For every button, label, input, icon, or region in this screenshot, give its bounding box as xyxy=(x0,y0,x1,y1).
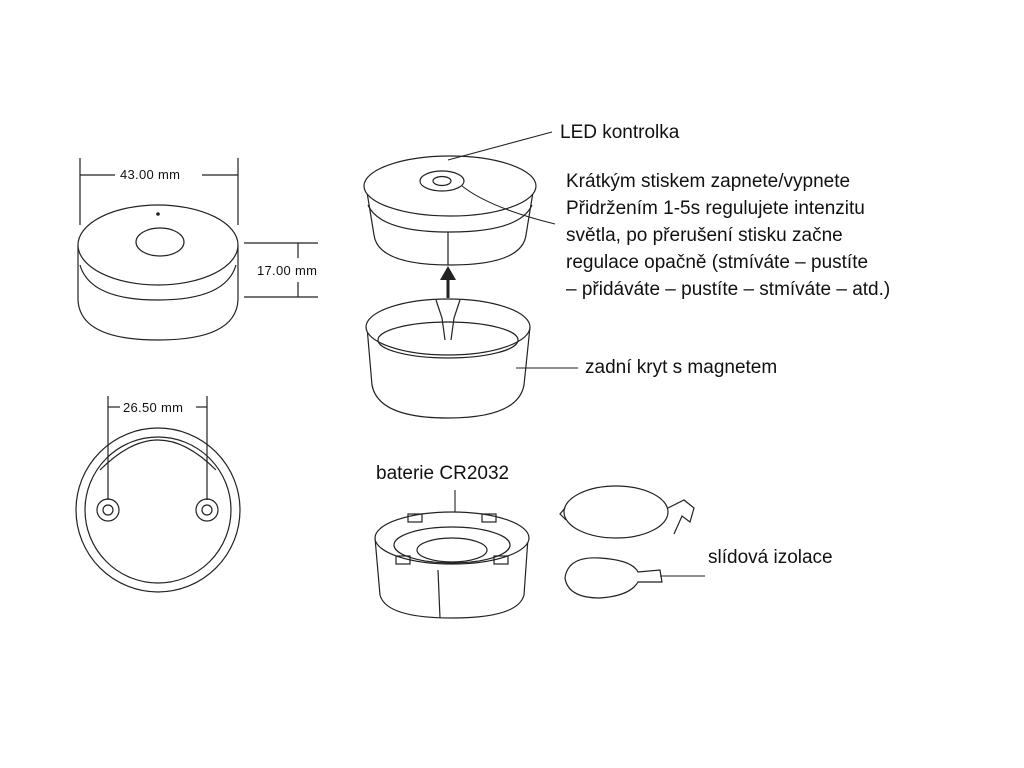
instruction-line-3: světla, po přerušení stisku začne xyxy=(566,225,843,246)
mica-insulation xyxy=(564,557,663,599)
insulation-label: slídová izolace xyxy=(708,547,833,568)
instruction-line-2: Přidržením 1-5s regulujete intenzitu xyxy=(566,198,865,219)
instruction-line-5: – přidáváte – pustíte – stmíváte – atd.) xyxy=(566,279,891,300)
back-cover-label: zadní kryt s magnetem xyxy=(585,357,778,378)
height-dimension-label: 17.00 mm xyxy=(257,263,318,278)
back-cover xyxy=(365,298,531,419)
magnet-spacing-label: 26.50 mm xyxy=(123,400,184,415)
width-dimension-label: 43.00 mm xyxy=(120,167,181,182)
coin-battery xyxy=(559,485,695,539)
up-arrow-icon xyxy=(440,266,456,298)
battery-holder xyxy=(374,511,530,619)
instruction-line-4: regulace opačně (stmíváte – pustíte xyxy=(566,252,869,273)
battery-label: baterie CR2032 xyxy=(376,463,510,484)
lamp-side-view xyxy=(77,158,318,341)
led-label: LED kontrolka xyxy=(560,122,680,143)
top-cap xyxy=(363,155,537,266)
lamp-bottom-view xyxy=(75,396,241,593)
instruction-line-1: Krátkým stiskem zapnete/vypnete xyxy=(566,171,851,192)
